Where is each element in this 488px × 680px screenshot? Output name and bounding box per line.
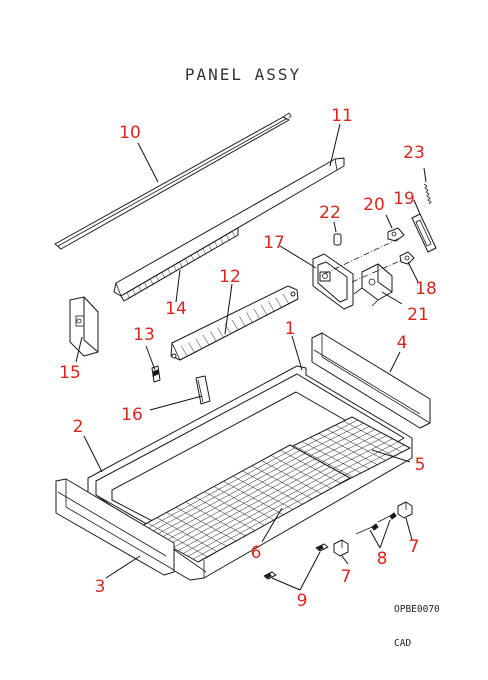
callout-19: 19 <box>393 189 415 209</box>
part-3-front-cover <box>55 478 175 576</box>
part-15-bracket <box>69 296 99 357</box>
part-17-motor-plate <box>312 253 354 310</box>
callout-6: 6 <box>251 543 262 563</box>
callout-11: 11 <box>331 106 353 126</box>
leader-lines <box>75 123 427 591</box>
part-14-louver-bar <box>113 157 345 302</box>
callout-3: 3 <box>95 577 106 597</box>
callout-8: 8 <box>377 549 388 569</box>
part-13-clip <box>151 365 161 383</box>
callout-23: 23 <box>403 143 425 163</box>
callout-18: 18 <box>415 279 437 299</box>
callout-14: 14 <box>165 299 187 319</box>
drawing-code: OPBE0070 <box>394 604 440 615</box>
footer-label: CAD <box>394 638 411 649</box>
part-19-clip <box>411 213 437 253</box>
callout-16: 16 <box>121 405 143 425</box>
callout-13: 13 <box>133 325 155 345</box>
callout-17: 17 <box>263 233 285 253</box>
part-4-end-cover <box>311 332 431 429</box>
callout-9: 9 <box>297 591 308 611</box>
part-10-strip <box>54 112 292 250</box>
callout-20: 20 <box>363 195 385 215</box>
part-23-spring <box>423 183 432 205</box>
callout-7-lower: 7 <box>341 567 352 587</box>
part-16-plate <box>195 375 211 405</box>
part-6-filter <box>137 444 351 563</box>
callout-12: 12 <box>219 267 241 287</box>
callout-15: 15 <box>59 363 81 383</box>
callout-21: 21 <box>407 305 429 325</box>
callout-1: 1 <box>285 319 296 339</box>
part-12-louver <box>170 285 299 361</box>
callout-2: 2 <box>73 417 84 437</box>
part-20-fitting <box>387 227 405 242</box>
callout-5: 5 <box>415 455 426 475</box>
callout-labels: 10 11 23 22 20 19 17 12 18 14 21 1 13 4 … <box>59 106 437 611</box>
callout-4: 4 <box>397 333 408 353</box>
part-22-cap <box>333 233 342 246</box>
callout-22: 22 <box>319 203 341 223</box>
callout-7-upper: 7 <box>409 537 420 557</box>
part-8-pins <box>355 512 397 535</box>
callout-10: 10 <box>119 123 141 143</box>
part-7-block-upper <box>397 501 413 519</box>
part-21-motor <box>353 263 393 307</box>
diagram-title: PANEL ASSY <box>185 65 301 84</box>
part-18-connector <box>399 251 415 265</box>
part-7-block-lower <box>333 539 349 557</box>
part-9-clips <box>263 543 329 580</box>
